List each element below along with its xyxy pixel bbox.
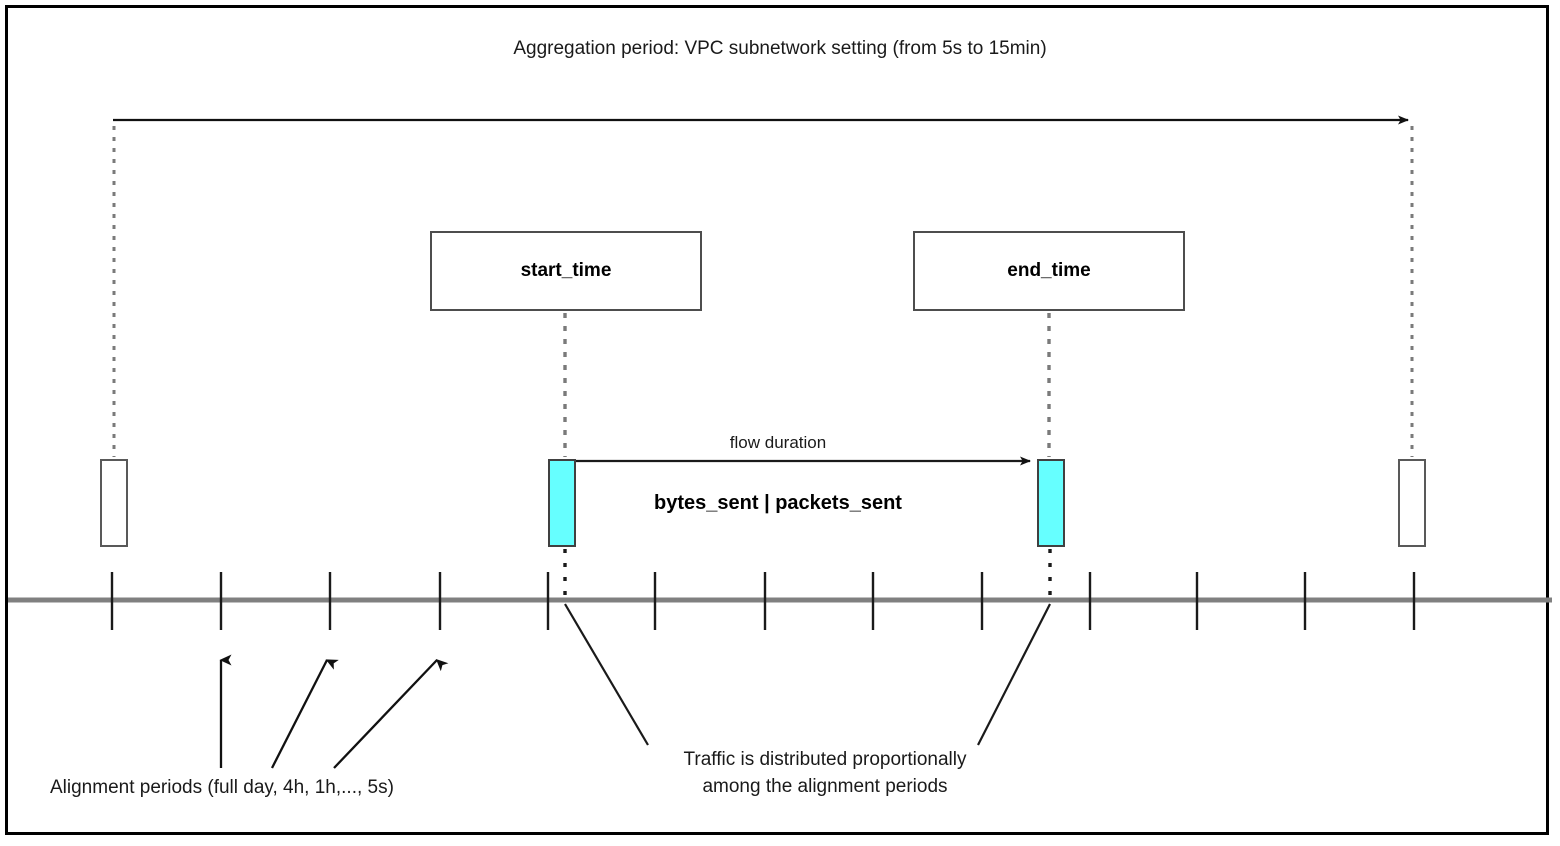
start-time-activation-bar [548, 459, 576, 547]
diagram-title: Aggregation period: VPC subnetwork setti… [513, 38, 1047, 59]
diagram-frame [5, 5, 1549, 835]
start-time-label: start_time [520, 260, 612, 281]
flow-duration-label: flow duration [729, 433, 827, 452]
traffic-distribution-note: Traffic is distributed proportionally am… [683, 749, 967, 797]
flow-metrics-label: bytes_sent | packets_sent [654, 492, 902, 514]
start-time-box[interactable]: start_time [430, 231, 702, 311]
aggregation-period-end-marker [1398, 459, 1426, 547]
end-time-box[interactable]: end_time [913, 231, 1185, 311]
aggregation-period-start-marker [100, 459, 128, 547]
alignment-periods-label: Alignment periods (full day, 4h, 1h,...,… [50, 777, 394, 798]
end-time-activation-bar [1037, 459, 1065, 547]
end-time-label: end_time [1007, 260, 1091, 281]
